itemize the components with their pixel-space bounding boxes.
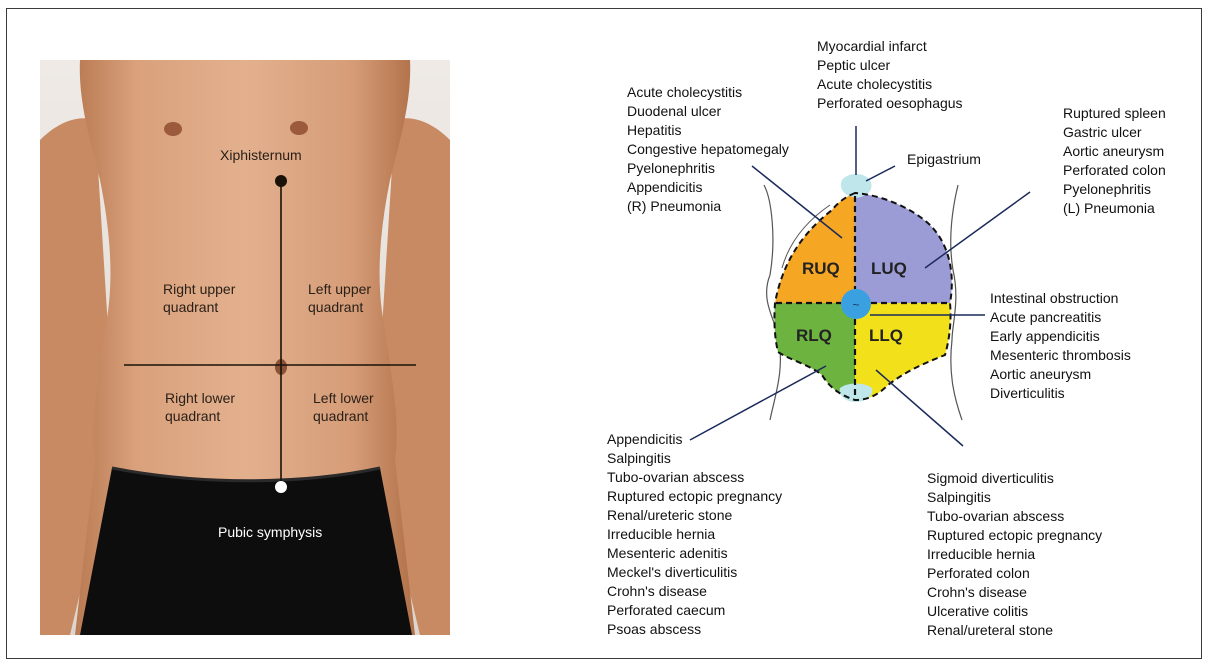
list-item: Irreducible hernia <box>927 545 1102 564</box>
list-item: Meckel's diverticulitis <box>607 563 782 582</box>
leader-rlq <box>690 366 826 440</box>
list-item: Pyelonephritis <box>1063 180 1166 199</box>
list-item: Aortic aneurysm <box>990 365 1131 384</box>
list-item: Mesenteric thrombosis <box>990 346 1131 365</box>
luq-region <box>855 193 952 303</box>
list-item: Peptic ulcer <box>817 56 963 75</box>
list-item: Renal/ureteral stone <box>927 621 1102 640</box>
periumbilical-causes-list: Intestinal obstruction Acute pancreatiti… <box>990 289 1131 403</box>
list-item: Diverticulitis <box>990 384 1131 403</box>
list-item: Aortic aneurysm <box>1063 142 1166 161</box>
list-item: (L) Pneumonia <box>1063 199 1166 218</box>
list-item: Pyelonephritis <box>627 159 789 178</box>
list-item: Crohn's disease <box>927 583 1102 602</box>
list-item: Gastric ulcer <box>1063 123 1166 142</box>
rlq-region <box>774 303 855 400</box>
rlq-label: RLQ <box>796 326 832 346</box>
list-item: Crohn's disease <box>607 582 782 601</box>
list-item: Tubo-ovarian abscess <box>927 507 1102 526</box>
list-item: Ruptured spleen <box>1063 104 1166 123</box>
luq-causes-list: Ruptured spleen Gastric ulcer Aortic ane… <box>1063 104 1166 218</box>
list-item: Appendicitis <box>627 178 789 197</box>
umbilical-swirl-icon: ~ <box>852 298 859 312</box>
list-item: Salpingitis <box>607 449 782 468</box>
leader-epigastrium <box>866 166 895 181</box>
list-item: Tubo-ovarian abscess <box>607 468 782 487</box>
list-item: Perforated caecum <box>607 601 782 620</box>
body-outline-left <box>951 185 962 420</box>
list-item: Myocardial infarct <box>817 37 963 56</box>
leader-luq <box>925 192 1030 268</box>
ruq-causes-list: Acute cholecystitis Duodenal ulcer Hepat… <box>627 83 789 216</box>
list-item: Perforated colon <box>1063 161 1166 180</box>
list-item: Early appendicitis <box>990 327 1131 346</box>
list-item: Ulcerative colitis <box>927 602 1102 621</box>
list-item: Renal/ureteric stone <box>607 506 782 525</box>
rlq-causes-list: Appendicitis Salpingitis Tubo-ovarian ab… <box>607 430 782 639</box>
epigastrium-label: Epigastrium <box>907 151 981 167</box>
list-item: Psoas abscess <box>607 620 782 639</box>
list-item: Appendicitis <box>607 430 782 449</box>
llq-region <box>855 303 951 400</box>
list-item: Acute cholecystitis <box>817 75 963 94</box>
list-item: Congestive hepatomegaly <box>627 140 789 159</box>
list-item: Irreducible hernia <box>607 525 782 544</box>
ruq-label: RUQ <box>802 259 840 279</box>
llq-label: LLQ <box>869 326 903 346</box>
leader-llq <box>876 370 963 446</box>
list-item: Intestinal obstruction <box>990 289 1131 308</box>
list-item: Ruptured ectopic pregnancy <box>607 487 782 506</box>
list-item: Sigmoid diverticulitis <box>927 469 1102 488</box>
list-item: Perforated colon <box>927 564 1102 583</box>
list-item: Ruptured ectopic pregnancy <box>927 526 1102 545</box>
luq-label: LUQ <box>871 259 907 279</box>
list-item: Duodenal ulcer <box>627 102 789 121</box>
list-item: Salpingitis <box>927 488 1102 507</box>
epigastric-causes-list: Myocardial infarct Peptic ulcer Acute ch… <box>817 37 963 113</box>
list-item: Perforated oesophagus <box>817 94 963 113</box>
list-item: Mesenteric adenitis <box>607 544 782 563</box>
list-item: Acute cholecystitis <box>627 83 789 102</box>
list-item: Acute pancreatitis <box>990 308 1131 327</box>
list-item: Hepatitis <box>627 121 789 140</box>
llq-causes-list: Sigmoid diverticulitis Salpingitis Tubo-… <box>927 469 1102 640</box>
list-item: (R) Pneumonia <box>627 197 789 216</box>
